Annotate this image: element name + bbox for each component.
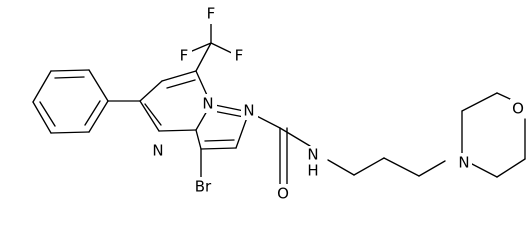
phenyl-ring-bonds	[32, 69, 141, 134]
atom-labels: F F F N N N Br O N H N O	[152, 5, 524, 203]
pyrimidine-nitrogen-label: N	[152, 142, 163, 160]
carbonyl-oxygen-label: O	[277, 185, 289, 203]
fused-ring-bonds	[139, 70, 250, 150]
morpholine-oxygen-label: O	[512, 100, 524, 118]
trifluoromethyl-bonds	[184, 16, 239, 72]
chemical-structure-diagram: F F F N N N Br O N H N O	[32, 5, 527, 203]
bridgehead-nitrogen-label: N	[202, 95, 213, 113]
pyrazole-nitrogen-label: N	[243, 102, 254, 120]
fluorine-right-label: F	[235, 47, 244, 65]
amide-nitrogen-label: N	[307, 146, 318, 164]
bromine-label: Br	[195, 178, 212, 196]
atom-label-masks	[149, 5, 527, 203]
amide-hydrogen-label: H	[307, 162, 318, 180]
fluorine-top-label: F	[207, 5, 216, 23]
morpholine-ring-bonds	[461, 92, 526, 178]
morpholine-nitrogen-label: N	[458, 154, 469, 172]
fluorine-left-label: F	[180, 47, 189, 65]
side-chain-bonds	[200, 111, 446, 185]
